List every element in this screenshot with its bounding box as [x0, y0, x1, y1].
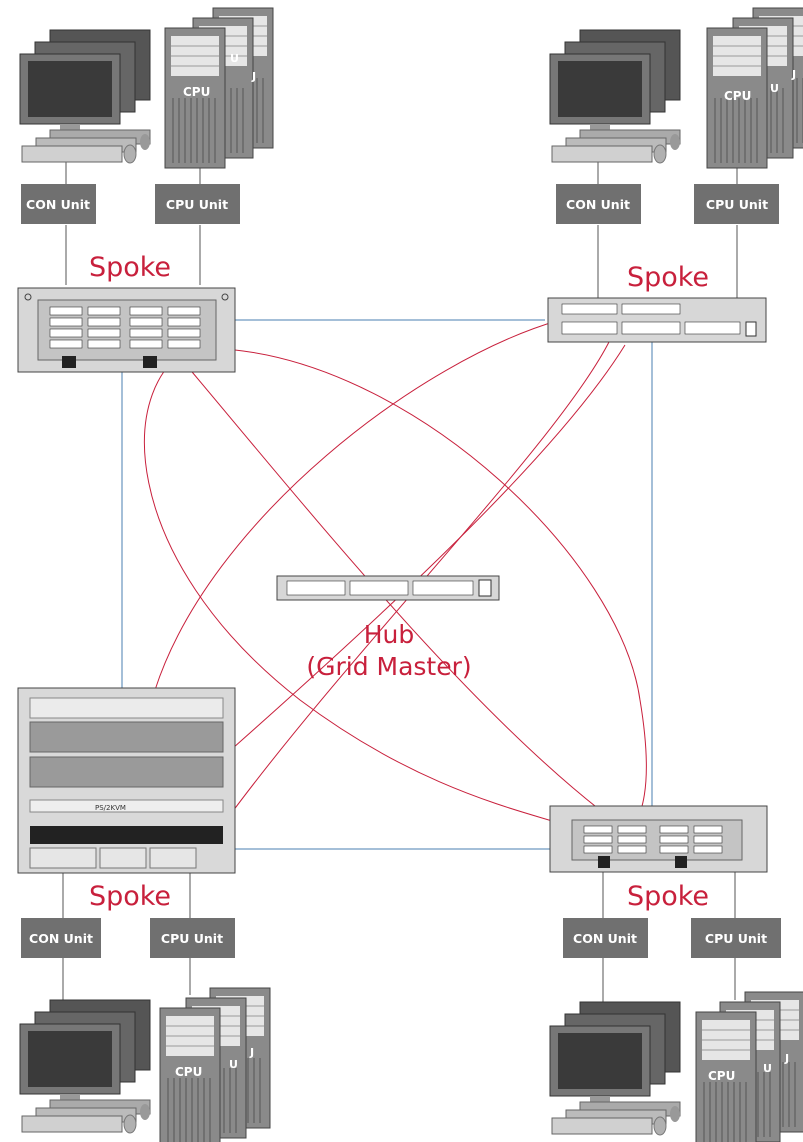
site-top-right: J U CPU CON Unit CPU Unit Spoke	[547, 7, 803, 343]
site-bottom-left: PS/2KVM Spoke CON Unit CPU Unit J U CPU	[17, 687, 271, 1142]
cpu-unit-label: CPU Unit	[706, 197, 768, 212]
hub-subtitle: (Grid Master)	[306, 652, 471, 681]
svg-text:CPU: CPU	[724, 89, 751, 103]
link-red-loop-diag1	[154, 319, 561, 691]
cpu-unit-box	[694, 184, 779, 224]
cpu-tower-icon: J U CPU	[706, 7, 803, 169]
link-red-loop-diag2	[229, 339, 611, 816]
svg-text:J: J	[249, 1046, 254, 1059]
links	[121, 319, 653, 850]
cpu-tower-icon: J U CPU	[164, 7, 274, 169]
svg-text:U: U	[229, 1058, 238, 1071]
svg-text:U: U	[770, 82, 779, 95]
cpu-tower-icon: J U CPU	[695, 991, 803, 1142]
workstation-icon	[19, 29, 151, 164]
svg-text:J: J	[784, 1052, 789, 1065]
cpu-tower-icon: J U CPU	[159, 987, 271, 1142]
svg-text:U: U	[763, 1062, 772, 1075]
svg-text:CPU: CPU	[183, 85, 210, 99]
spoke-label: Spoke	[89, 881, 171, 912]
con-unit-box	[556, 184, 641, 224]
hub: Hub (Grid Master)	[276, 575, 500, 681]
svg-text:U: U	[230, 52, 239, 65]
link-red-loop-right	[234, 349, 647, 829]
con-unit-label: CON Unit	[566, 197, 630, 212]
hub-title: Hub	[364, 620, 415, 649]
rack-switch-icon	[549, 805, 768, 873]
svg-text:CPU: CPU	[708, 1069, 735, 1083]
spoke-label: Spoke	[627, 262, 709, 293]
svg-text:J: J	[791, 68, 796, 81]
cpu-unit-label: CPU Unit	[166, 197, 228, 212]
chassis-switch-icon: PS/2KVM	[17, 687, 236, 874]
rack-switch-icon	[547, 297, 767, 343]
workstation-icon	[549, 1001, 681, 1136]
workstation-icon	[19, 999, 151, 1134]
site-top-left: J U CPU CON Unit CPU Unit Spoke	[17, 7, 274, 373]
link-red-loop-diag3	[232, 344, 626, 749]
hub-switch-icon	[276, 575, 500, 601]
rack-switch-icon	[17, 287, 236, 373]
workstation-icon	[549, 29, 681, 164]
cpu-unit-box	[150, 918, 235, 958]
cpu-unit-box	[155, 184, 240, 224]
con-unit-label: CON Unit	[29, 931, 93, 946]
svg-text:PS/2KVM: PS/2KVM	[95, 804, 126, 812]
link-red-loop-left	[143, 341, 566, 826]
cpu-unit-box	[691, 918, 781, 958]
con-unit-box	[563, 918, 648, 958]
svg-text:J: J	[251, 70, 256, 83]
cpu-unit-label: CPU Unit	[705, 931, 767, 946]
svg-text:CPU: CPU	[175, 1065, 202, 1079]
con-unit-label: CON Unit	[573, 931, 637, 946]
spoke-label: Spoke	[89, 252, 171, 283]
con-unit-box	[21, 184, 96, 224]
cpu-unit-label: CPU Unit	[161, 931, 223, 946]
spoke-label: Spoke	[627, 881, 709, 912]
site-bottom-right: Spoke CON Unit CPU Unit J U CPU	[549, 805, 803, 1142]
con-unit-label: CON Unit	[26, 197, 90, 212]
con-unit-box	[21, 918, 101, 958]
